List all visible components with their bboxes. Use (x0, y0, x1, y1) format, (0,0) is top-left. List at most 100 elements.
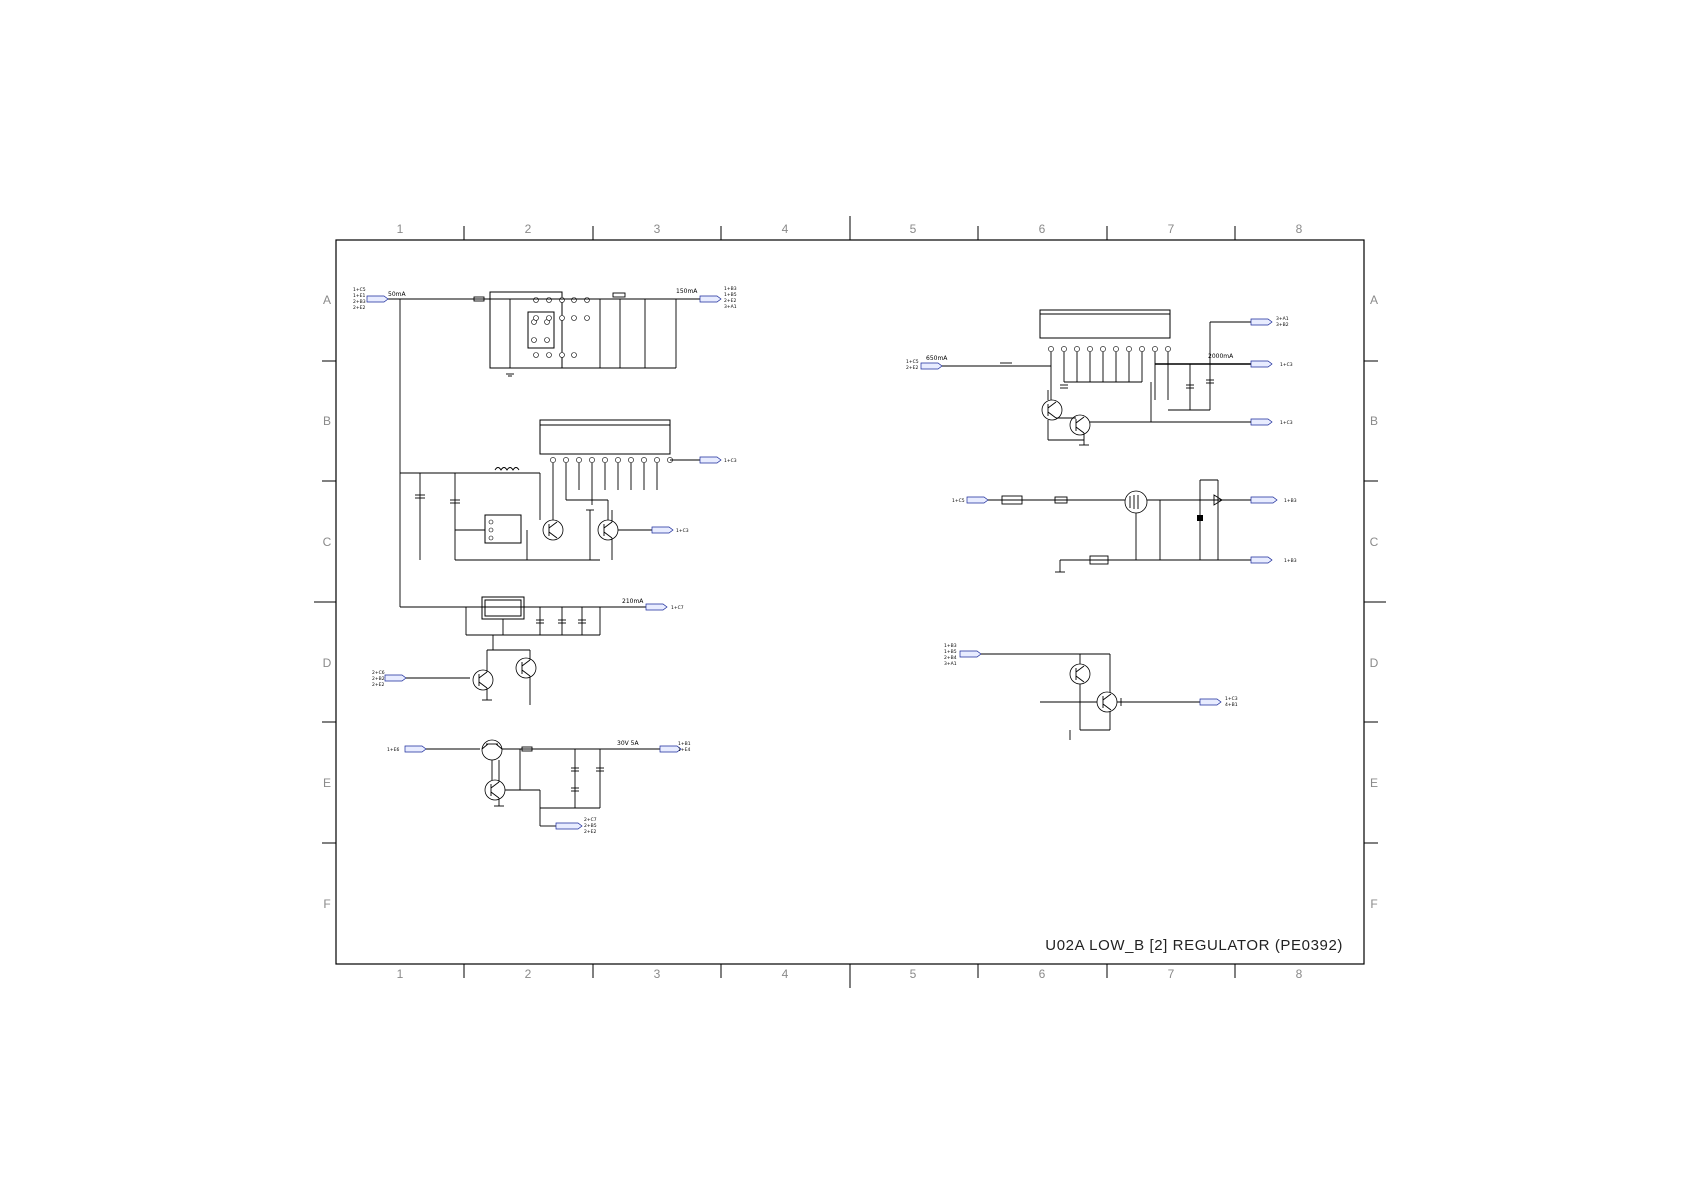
offsheet-ref: 2+B2 (372, 676, 385, 682)
offsheet-ref: 2+B4 (944, 655, 957, 661)
offsheet-ref: 3+A1 (1276, 316, 1289, 322)
offsheet-ref: 1+C7 (671, 605, 684, 611)
connector-flag (1199, 698, 1222, 706)
offsheet-ref: 1+B3 (1284, 498, 1297, 504)
offsheet-ref: 2+B5 (584, 823, 597, 829)
transistor-npn (542, 519, 564, 541)
connector-flag (1250, 556, 1273, 564)
offsheet-ref: 2+C6 (372, 670, 385, 676)
connector-flag (1250, 496, 1278, 504)
row-label: E (323, 776, 331, 790)
transistor-pnp (1069, 663, 1091, 685)
offsheet-ref: 3+A1 (724, 304, 737, 310)
current-annotation: 150mA (676, 288, 698, 295)
connector-flag (1250, 418, 1273, 426)
offsheet-ref: 1+C5 (952, 498, 965, 504)
connector-flag (959, 650, 982, 658)
section-e-left: 1+E6 30V 5A 1+B1 1+E4 2+C7 2 (387, 739, 691, 835)
row-ticks (314, 360, 1386, 844)
col-label: 5 (910, 222, 917, 236)
row-label: D (1370, 656, 1379, 670)
transistor-npn (484, 779, 506, 801)
row-label: A (323, 293, 331, 307)
sheet-title: U02A LOW_B [2] REGULATOR (PE0392) (1045, 937, 1343, 954)
offsheet-ref: 1+C3 (724, 458, 737, 464)
connector-flag (366, 295, 389, 303)
transistor-npn (515, 657, 537, 679)
transistor-npn (1096, 691, 1118, 713)
offsheet-ref: 2+E2 (584, 829, 596, 835)
current-annotation: 650mA (926, 355, 948, 362)
offsheet-ref: 2+C7 (584, 817, 597, 823)
section-a-left: 50mA 1+C5 1+E1 2+B3 2+E2 150mA (353, 286, 737, 377)
offsheet-ref: 1+E4 (678, 747, 690, 753)
row-label: C (1370, 535, 1379, 549)
ic-block (484, 514, 522, 544)
connector-flag (645, 603, 668, 611)
column-ticks (463, 216, 1236, 988)
ic-block (527, 311, 555, 349)
connector-flag (404, 745, 427, 753)
row-label: F (1370, 897, 1377, 911)
section-d-left: 210mA 1+C7 2+C6 2+B2 2+E2 (372, 596, 684, 705)
current-annotation: 210mA (622, 598, 644, 605)
row-label: F (323, 897, 330, 911)
col-label: 1 (397, 967, 404, 981)
connector-flag (555, 822, 583, 830)
connector-flag (384, 674, 407, 682)
row-labels-left: A B C D E F (323, 293, 332, 911)
transistor-npn (597, 519, 619, 541)
col-label: 3 (654, 222, 661, 236)
resistor (1054, 496, 1068, 504)
offsheet-ref: 1+E6 (387, 747, 399, 753)
connector-flag (651, 526, 674, 534)
ic-block (539, 419, 671, 455)
ic-block (1039, 309, 1171, 339)
offsheet-ref: 1+B3 (1284, 558, 1297, 564)
row-label: C (323, 535, 332, 549)
offsheet-ref: 1+E1 (353, 293, 365, 299)
connector-flag (659, 745, 682, 753)
section-b-left: 1+C3 1+C3 (415, 419, 737, 561)
col-label: 6 (1039, 222, 1046, 236)
row-label: A (1370, 293, 1378, 307)
offsheet-ref: 1+C5 (906, 359, 919, 365)
offsheet-ref: 1+B1 (678, 741, 691, 747)
current-annotation: 30V 5A (617, 740, 639, 747)
offsheet-ref: 1+C5 (353, 287, 366, 293)
col-label: 2 (525, 967, 532, 981)
transistor-npn (472, 669, 494, 691)
column-labels-bottom: 1 2 3 4 5 6 7 8 (397, 967, 1303, 981)
connector-flag (1250, 360, 1273, 368)
offsheet-refs-top-left: 1+C5 1+E1 2+B3 2+E2 (353, 287, 366, 311)
current-annotation: 2000mA (1208, 353, 1234, 360)
row-label: B (1370, 414, 1378, 428)
offsheet-ref: 2+E2 (724, 298, 736, 304)
col-label: 5 (910, 967, 917, 981)
resistor (473, 296, 485, 302)
row-label: E (1370, 776, 1378, 790)
col-label: 8 (1296, 222, 1303, 236)
offsheet-ref: 3+A1 (944, 661, 957, 667)
col-label: 8 (1296, 967, 1303, 981)
col-label: 1 (397, 222, 404, 236)
transistor-npn (1041, 399, 1063, 421)
col-label: 2 (525, 222, 532, 236)
offsheet-ref: 1+B3 (944, 643, 957, 649)
section-ab-right: 2000mA 3+A1 3+B2 1+C3 1+C3 1+C5 2+E2 650… (906, 309, 1293, 446)
offsheet-refs-d-left: 2+C6 2+B2 2+E2 (372, 670, 385, 688)
offsheet-ref: 2+E2 (906, 365, 918, 371)
row-labels-right: A B C D E F (1370, 293, 1379, 911)
col-label: 7 (1168, 222, 1175, 236)
connector-flag (920, 362, 943, 370)
offsheet-ref: 1+C3 (676, 528, 689, 534)
offsheet-ref: 1+B3 (724, 286, 737, 292)
section-c-right: 1+C5 1+B3 1+B3 (952, 479, 1297, 573)
offsheet-ref: 1+B5 (724, 292, 737, 298)
left-supply-rail (384, 298, 646, 608)
resistor (521, 746, 533, 752)
offsheet-ref: 2+B3 (353, 299, 366, 305)
offsheet-refs-r-d: 1+B3 1+B5 2+B4 3+A1 (944, 643, 957, 667)
section-d-right: 1+B3 1+B5 2+B4 3+A1 1+C3 4+B1 (944, 643, 1238, 740)
